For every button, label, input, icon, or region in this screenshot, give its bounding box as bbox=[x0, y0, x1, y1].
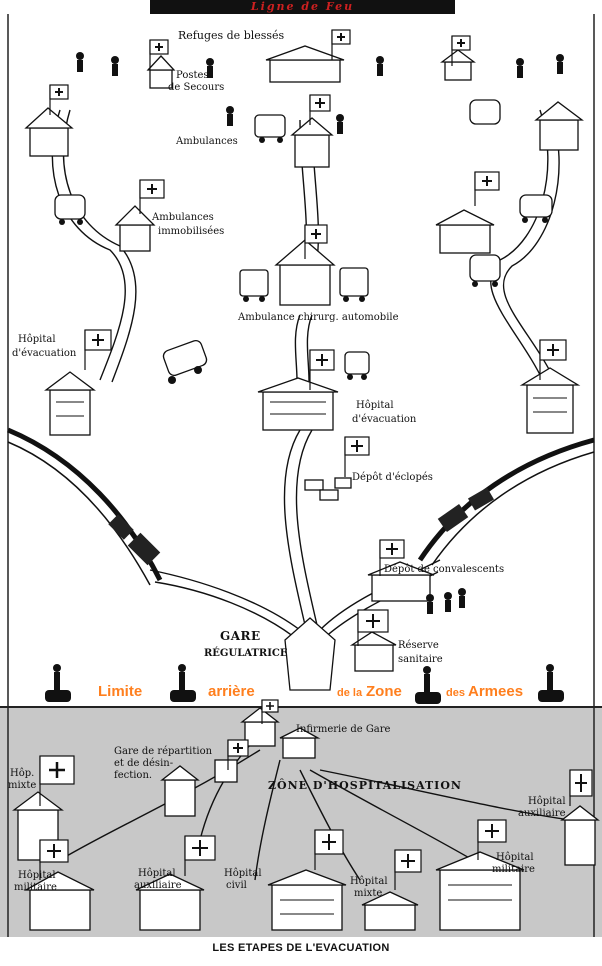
label-ambulances: Ambulances bbox=[176, 136, 238, 147]
label-depot-eclopes: Dépôt d'éclopés bbox=[352, 472, 433, 483]
diagram-caption: LES ETAPES DE L'EVACUATION bbox=[212, 942, 390, 954]
label-gare-repartition-1: Gare de répartition bbox=[114, 746, 213, 757]
label-refuges: Refuges de blessés bbox=[178, 29, 285, 42]
label-regulatrice: RÉGULATRICE bbox=[204, 648, 288, 659]
overlay-zone: Zone bbox=[366, 683, 402, 700]
label-gare: GARE bbox=[220, 629, 261, 643]
label-gare-repartition-3: fection. bbox=[114, 770, 153, 781]
label-hop-aux-right-1: Hôpital bbox=[528, 796, 566, 807]
front-line-banner: Ligne de Feu bbox=[150, 0, 455, 14]
label-hop-mixte-left-1: Hôp. bbox=[10, 768, 35, 779]
label-hopital-evac-center-2: d'évacuation bbox=[352, 414, 417, 425]
label-hop-civil-1: Hôpital bbox=[224, 868, 262, 879]
label-hopital-evac-left-1: Hôpital bbox=[18, 334, 56, 345]
label-hop-aux-center-1: Hôpital bbox=[138, 868, 176, 879]
label-hop-aux-right-2: auxiliaire bbox=[518, 808, 566, 819]
label-hop-aux-center-2: auxiliaire bbox=[134, 880, 182, 891]
label-hop-mil-right-2: militaire bbox=[492, 864, 535, 875]
figures bbox=[76, 52, 564, 614]
train-right-icon bbox=[437, 487, 495, 533]
label-gare-repartition-2: et de désin- bbox=[114, 758, 174, 769]
label-ambulances-immobilisees-2: immobilisées bbox=[158, 226, 225, 237]
label-zone-hospitalisation: ZÔNE D'HOSPITALISATION bbox=[268, 779, 462, 792]
overlay-de-la: de la bbox=[337, 687, 363, 699]
label-hopital-evac-left-2: d'évacuation bbox=[12, 348, 77, 359]
label-hop-mil-left-2: militaire bbox=[14, 882, 57, 893]
label-ambulance-chirurgicale: Ambulance chirurg. automobile bbox=[238, 312, 399, 323]
railway-left bbox=[7, 427, 163, 586]
train-left-icon bbox=[108, 514, 161, 566]
label-postes: Postes bbox=[176, 70, 209, 81]
label-ambulances-immobilisees-1: Ambulances bbox=[152, 212, 214, 223]
overlay-armees: Armees bbox=[468, 683, 524, 700]
label-hop-mixte-center-1: Hôpital bbox=[350, 876, 388, 887]
label-hop-mixte-left-2: mixte bbox=[8, 780, 37, 791]
overlay-limite: Limite bbox=[98, 683, 143, 700]
label-reserve-1: Réserve bbox=[398, 640, 439, 651]
riders bbox=[45, 664, 564, 704]
buildings bbox=[12, 45, 600, 931]
railway-right bbox=[417, 437, 595, 566]
label-secours: de Secours bbox=[168, 82, 225, 93]
label-hop-civil-2: civil bbox=[226, 880, 247, 891]
label-hopital-evac-center-1: Hôpital bbox=[356, 400, 394, 411]
label-reserve-2: sanitaire bbox=[398, 654, 443, 665]
overlay-des: des bbox=[446, 687, 465, 699]
red-cross-flags bbox=[39, 29, 593, 890]
label-hop-mixte-center-2: mixte bbox=[354, 888, 383, 899]
label-hop-mil-left-1: Hôpital bbox=[18, 870, 56, 881]
label-depot-convalescents: Dépôt de convalescents bbox=[384, 564, 505, 575]
overlay-arriere: arrière bbox=[208, 683, 255, 700]
label-hop-mil-right-1: Hôpital bbox=[496, 852, 534, 863]
vehicles bbox=[54, 99, 553, 377]
label-infirmerie: Infirmerie de Gare bbox=[296, 724, 391, 735]
